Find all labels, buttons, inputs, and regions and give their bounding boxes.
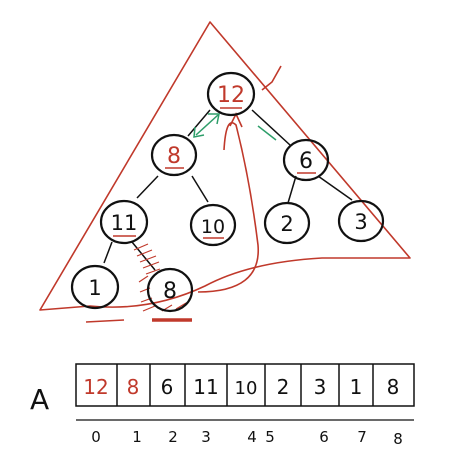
node-label: 1 <box>88 276 101 300</box>
array-box: 12 8 6 11 10 2 3 1 8 <box>75 363 415 407</box>
edge-0-1 <box>187 109 211 137</box>
array-cell: 6 <box>161 375 174 399</box>
tree-node-3: 3 <box>337 199 385 243</box>
array-cell: 10 <box>235 378 258 399</box>
array-index: 7 <box>357 428 367 446</box>
edge-2-5 <box>287 175 297 204</box>
edge-3-7 <box>103 241 113 264</box>
array-index: 6 <box>319 428 329 446</box>
node-circle <box>99 199 149 245</box>
array-cell: 8 <box>387 375 400 399</box>
array-index: 1 <box>132 428 142 446</box>
node-circle <box>263 201 311 245</box>
tree-node-8: 8 <box>150 133 198 177</box>
node-label: 3 <box>354 210 367 234</box>
loop-arrow <box>197 122 259 293</box>
node-label: 8 <box>163 279 177 304</box>
node-circle <box>146 267 194 313</box>
node-label: 10 <box>201 216 225 238</box>
array-outline <box>75 363 415 407</box>
hatch-mark <box>139 255 157 263</box>
node-label: 12 <box>217 83 245 108</box>
edge-1-4 <box>191 175 209 203</box>
swap-arrow-head <box>208 113 220 125</box>
swap-arrow-tail <box>257 125 277 141</box>
array-index: 5 <box>265 428 275 446</box>
node-circle <box>206 71 256 117</box>
tree-nodes: 12 8 6 11 10 2 3 <box>70 71 385 313</box>
array-index: 8 <box>393 430 403 448</box>
array-cell: 12 <box>83 375 108 399</box>
tree-node-8-leaf: 8 <box>146 267 194 313</box>
array-index: 0 <box>91 428 101 446</box>
node-circle <box>150 133 198 177</box>
array-indices: 0 1 2 3 4 5 6 7 8 <box>91 428 403 448</box>
red-swoosh <box>85 319 125 323</box>
hatch-mark <box>142 305 156 312</box>
array-cell: 11 <box>193 375 218 399</box>
hatch-mark <box>138 275 149 283</box>
tree-edges <box>103 109 353 271</box>
hatch-mark <box>133 243 149 251</box>
node-circle <box>189 203 237 247</box>
array-cell: 3 <box>314 375 327 399</box>
tree-node-6: 6 <box>282 138 330 182</box>
hatch-mark <box>145 268 161 275</box>
node-circle <box>282 138 330 182</box>
array-cell: 8 <box>127 375 140 399</box>
node-label: 6 <box>299 149 313 174</box>
check-mark <box>261 65 282 91</box>
array-cell: 2 <box>277 375 290 399</box>
tree-node-11: 11 <box>99 199 149 245</box>
tree-node-10: 10 <box>189 203 237 247</box>
array-name: A <box>30 383 49 416</box>
node-label: 11 <box>111 211 138 235</box>
array-index: 3 <box>201 428 211 446</box>
triangle-outline <box>39 21 411 311</box>
hatch-mark <box>142 261 160 269</box>
node-label: 2 <box>280 212 293 236</box>
hatch-mark <box>136 249 153 257</box>
tree-node-12-root: 12 <box>206 71 256 117</box>
swap-arrow-head <box>193 126 205 138</box>
tree-node-1: 1 <box>70 264 120 310</box>
tree-node-2: 2 <box>263 201 311 245</box>
array-cell: 1 <box>350 375 363 399</box>
node-circle <box>70 264 120 310</box>
swap-arrows <box>193 113 277 141</box>
edge-1-3 <box>136 175 159 199</box>
node-circle <box>337 199 385 243</box>
edge-2-6 <box>317 175 353 201</box>
swap-arrow-line <box>195 114 219 136</box>
edge-0-2 <box>251 109 291 146</box>
array-index: 2 <box>168 428 178 446</box>
node-label: 8 <box>167 144 181 169</box>
hatch-mark <box>175 302 187 310</box>
array-dividers <box>116 364 374 406</box>
array-index: 4 <box>247 428 257 446</box>
